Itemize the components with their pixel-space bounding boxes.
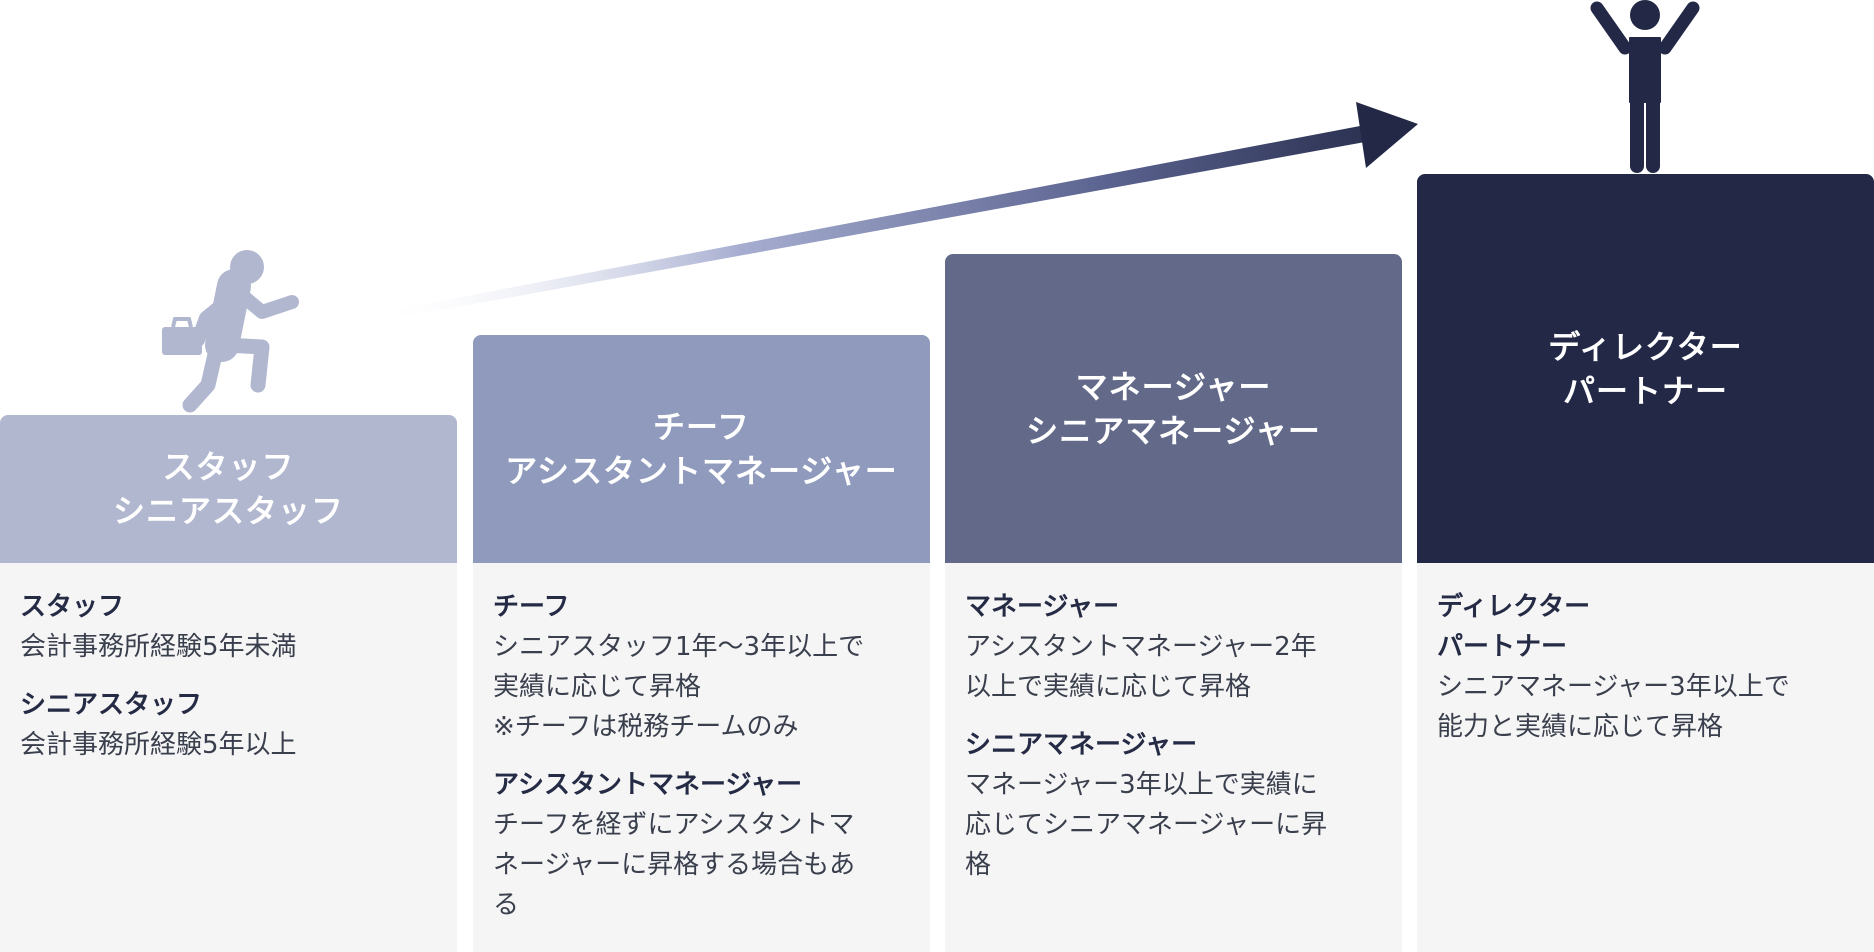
level-header-director: ディレクター パートナー <box>1417 174 1874 563</box>
role-title: マネージャー <box>965 592 1120 622</box>
level-description-panel: チーフ シニアスタッフ1年〜3年以上で 実績に応じて昇格 ※チーフは税務チームの… <box>473 563 930 952</box>
list-item: チーフ シニアスタッフ1年〜3年以上で 実績に応じて昇格 ※チーフは税務チームの… <box>493 587 910 747</box>
role-description: マネージャー3年以上で実績に 応じてシニアマネージャーに昇 格 <box>965 770 1328 880</box>
header-line: アシスタントマネージャー <box>505 452 898 490</box>
level-description-panel: ディレクター パートナー シニアマネージャー3年以上で 能力と実績に応じて昇格 <box>1417 563 1874 952</box>
role-description: 会計事務所経験5年以上 <box>20 730 297 760</box>
list-item: アシスタントマネージャー チーフを経ずにアシスタントマ ネージャーに昇格する場合… <box>493 765 910 925</box>
header-line: スタッフ <box>162 448 295 486</box>
list-item: スタッフ 会計事務所経験5年未満 <box>20 587 437 667</box>
header-line: パートナー <box>1562 371 1728 410</box>
header-line: チーフ <box>652 408 751 446</box>
level-description-panel: スタッフ 会計事務所経験5年未満 シニアスタッフ 会計事務所経験5年以上 <box>0 563 457 952</box>
level-header-manager: マネージャー シニアマネージャー <box>945 254 1402 563</box>
person-arms-raised-icon <box>1590 0 1700 173</box>
header-line: マネージャー <box>1075 367 1272 406</box>
header-line: ディレクター <box>1548 327 1743 366</box>
role-title: シニアマネージャー <box>965 730 1198 760</box>
level-header-staff: スタッフ シニアスタッフ <box>0 415 457 563</box>
role-title: アシスタントマネージャー <box>493 770 803 800</box>
role-title: シニアスタッフ <box>20 690 203 720</box>
list-item: シニアスタッフ 会計事務所経験5年以上 <box>20 685 437 765</box>
header-line: シニアスタッフ <box>112 492 344 530</box>
role-title: ディレクター パートナー <box>1437 592 1591 662</box>
role-description: チーフを経ずにアシスタントマ ネージャーに昇格する場合もあ る <box>493 810 856 920</box>
list-item: ディレクター パートナー シニアマネージャー3年以上で 能力と実績に応じて昇格 <box>1437 587 1854 747</box>
role-title: チーフ <box>493 592 570 622</box>
level-description-panel: マネージャー アシスタントマネージャー2年 以上で実績に応じて昇格 シニアマネー… <box>945 563 1402 952</box>
list-item: シニアマネージャー マネージャー3年以上で実績に 応じてシニアマネージャーに昇 … <box>965 725 1382 885</box>
list-item: マネージャー アシスタントマネージャー2年 以上で実績に応じて昇格 <box>965 587 1382 707</box>
role-description: シニアマネージャー3年以上で 能力と実績に応じて昇格 <box>1437 672 1790 742</box>
running-businessperson-icon <box>162 250 299 413</box>
role-description: シニアスタッフ1年〜3年以上で 実績に応じて昇格 ※チーフは税務チームのみ <box>493 632 865 742</box>
level-header-chief: チーフ アシスタントマネージャー <box>473 335 930 563</box>
role-description: 会計事務所経験5年未満 <box>20 632 297 662</box>
role-title: スタッフ <box>20 592 125 622</box>
upward-arrow-icon <box>372 102 1418 322</box>
header-line: シニアマネージャー <box>1026 411 1321 450</box>
role-description: アシスタントマネージャー2年 以上で実績に応じて昇格 <box>965 632 1317 702</box>
